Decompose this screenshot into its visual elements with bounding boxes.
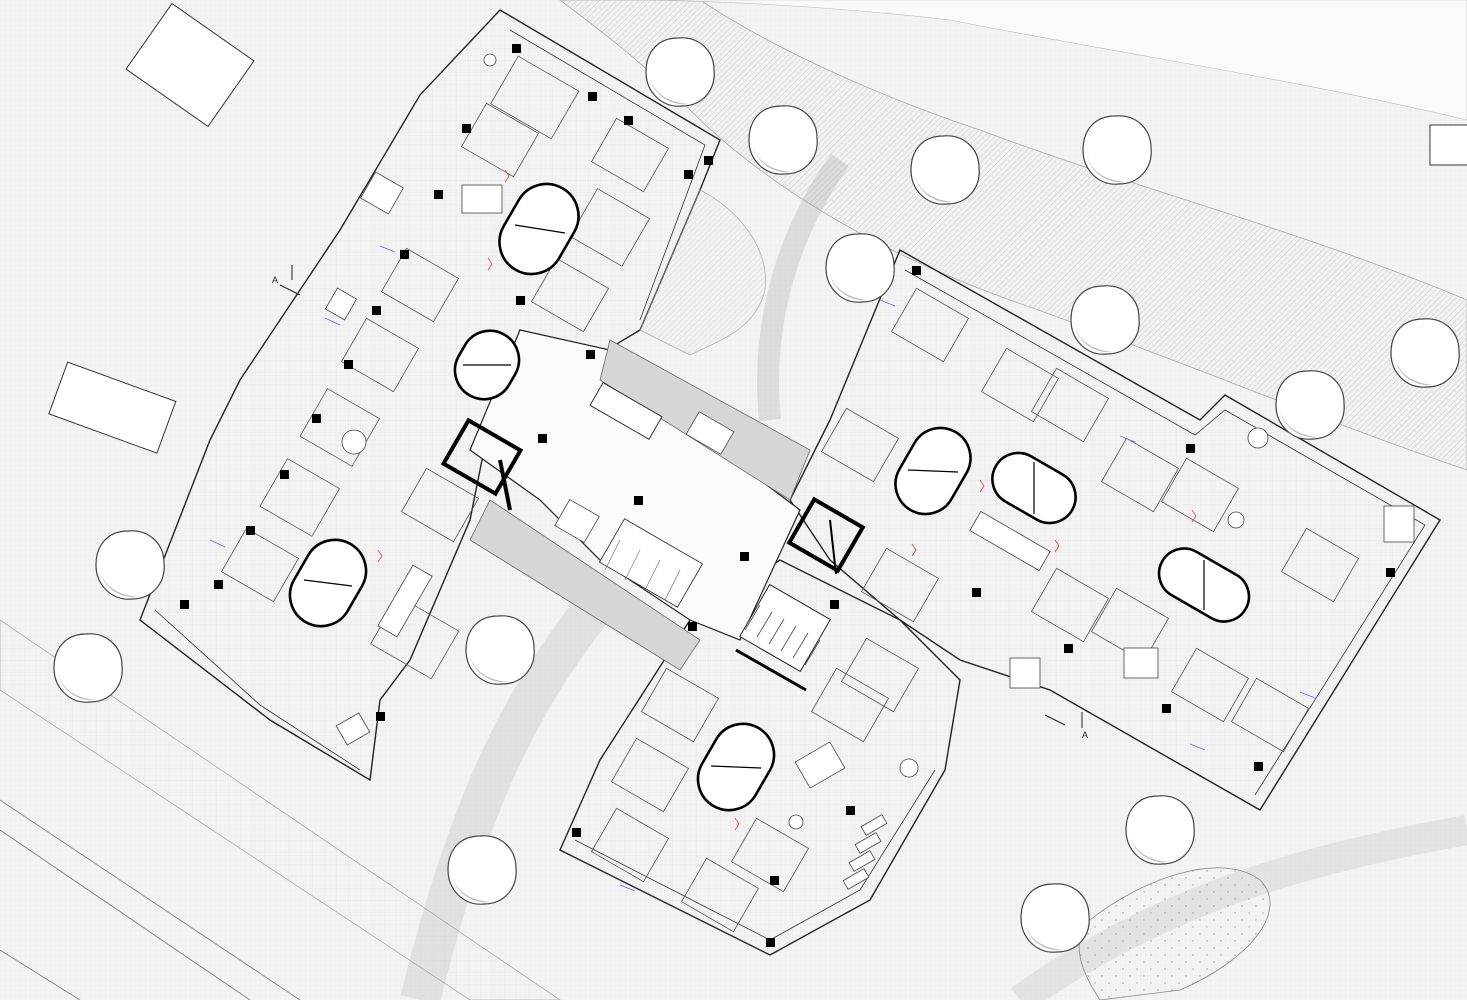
tree-icon [1070,285,1140,355]
structural-columns [180,44,1395,947]
landscape-hatched-band-light [619,0,1467,121]
tree-icon [1275,370,1345,440]
rooms-left-wing [220,55,670,680]
tree-icon [95,530,165,600]
tree-icon [1390,318,1460,388]
tree-icon [53,633,123,703]
bathroom-pod [288,538,368,628]
road-edge [0,799,301,1000]
elevator-icon [786,496,866,575]
accent-marks [377,169,1197,831]
bathroom-pod [696,722,776,812]
corridor-shaded [469,499,701,671]
tree-icon [465,615,535,685]
outbuilding [48,361,177,454]
garden-path [400,587,616,1000]
section-mark-label: A [272,275,278,285]
reflecting-pool [589,382,663,440]
building [139,9,1441,956]
tree-icon [748,105,818,175]
tree-icon [1125,795,1195,865]
tree-icon [910,135,980,205]
section-arrow-icon: A [272,265,301,296]
road [0,619,561,1000]
tree-icon [645,37,715,107]
road-edge [0,949,81,1000]
bathroom-pod [991,451,1077,525]
road-edge [0,829,251,1000]
outbuilding [1429,124,1467,166]
tree-icon [825,233,895,303]
outbuilding [125,2,255,128]
section-mark-label: A [1082,730,1088,740]
bathroom-pod [894,426,972,516]
bathroom-pod [1157,547,1251,623]
rooms-right-wing [820,287,1360,753]
tree-icon [447,835,517,905]
stair-icon [735,583,831,692]
elevator-icon [440,417,524,511]
tree-icon [1020,883,1090,953]
rooms-bottom-wing [590,637,920,933]
dotted-garden [1078,867,1271,1000]
garden-path [757,153,849,422]
courtyard-garden [639,189,766,356]
wing-right-outline [789,248,1441,811]
bathroom-pod [453,329,521,401]
tree-icon [1082,115,1152,185]
stair-icon [598,518,704,608]
bathroom-pod [498,182,580,276]
dimension-marks [209,245,1316,892]
loungers [842,814,888,890]
section-arrow-icon: A [1044,712,1088,740]
furniture-icon [324,53,1415,830]
